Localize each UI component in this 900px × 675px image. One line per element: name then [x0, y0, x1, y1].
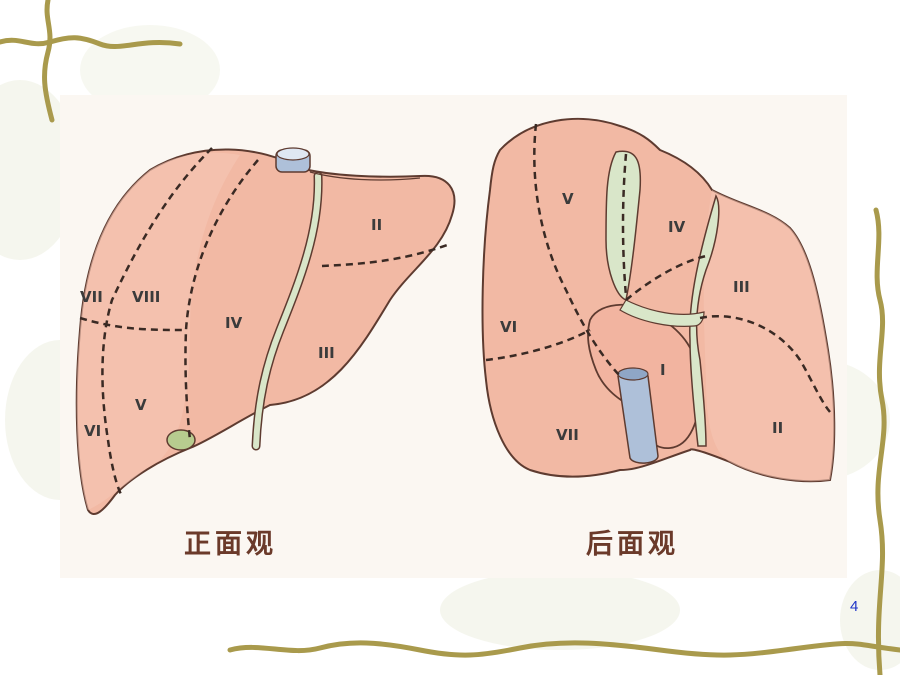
front-segment-7-label: VII	[80, 288, 103, 306]
front-segment-4-label: IV	[225, 314, 243, 332]
back-segment-1-label: I	[660, 361, 666, 379]
back-segment-3-label: III	[733, 278, 750, 296]
back-segment-4-label: IV	[668, 218, 686, 236]
front-segment-3-label: III	[318, 344, 335, 362]
back-segment-6-label: VI	[500, 318, 517, 336]
back-segment-7-label: VII	[556, 426, 579, 444]
back-view-liver: I II III IV V VI VII	[481, 117, 836, 483]
front-segment-2-label: II	[371, 216, 382, 234]
back-view-caption: 后面观	[586, 529, 679, 560]
front-segment-6-label: VI	[84, 422, 101, 440]
front-view-caption: 正面观	[184, 529, 277, 560]
front-segment-8-label: VIII	[132, 288, 160, 306]
front-view-liver: II III IV V VI VII VIII	[75, 147, 456, 515]
page-number: 4	[850, 598, 859, 615]
back-segment-5-label: V	[562, 190, 574, 208]
front-segment-5-label: V	[135, 396, 147, 414]
back-segment-2-label: II	[772, 419, 783, 437]
